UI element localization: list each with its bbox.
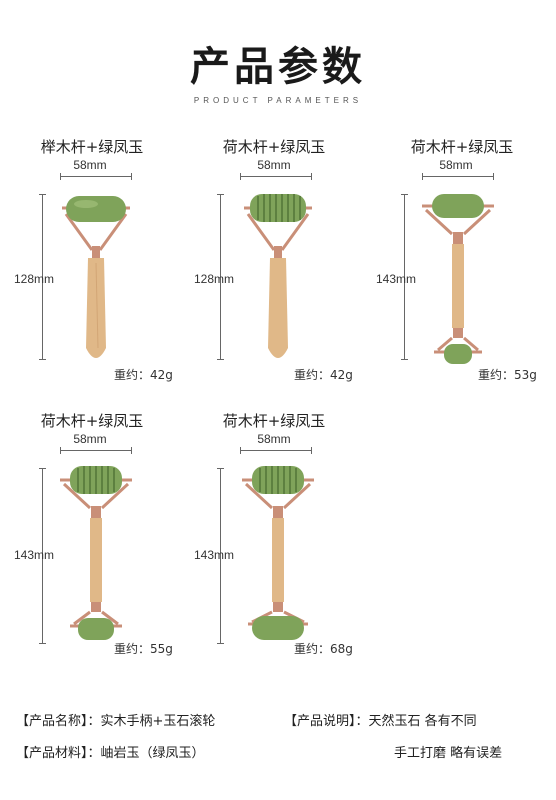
- spec-name-label: 【产品名称】：: [16, 714, 101, 729]
- product-weight: 重约：42g: [294, 368, 353, 382]
- jade-roller-image: [60, 466, 132, 640]
- page-title: 产品参数: [190, 44, 366, 90]
- spec-material-label: 【产品材料】：: [16, 746, 101, 761]
- product-width: 58mm: [257, 432, 291, 446]
- height-dimension-line: [39, 468, 46, 644]
- product-height: 128mm: [194, 272, 235, 286]
- height-dimension-line: [39, 194, 46, 360]
- product-name: 荷木杆+绿凤玉: [410, 138, 514, 156]
- product-card-3: 荷木杆+绿凤玉 58mm 143mm 重约：53g: [372, 136, 552, 391]
- jade-roller-image: [244, 194, 312, 358]
- product-weight: 重约：53g: [478, 368, 537, 382]
- spec-desc-value-2: 手工打磨 略有误差: [394, 746, 503, 761]
- product-height: 143mm: [194, 548, 235, 562]
- product-width: 58mm: [257, 158, 291, 172]
- product-weight: 重约：68g: [294, 642, 353, 656]
- product-width: 58mm: [439, 158, 473, 172]
- spec-name-value: 实木手柄+玉石滚轮: [100, 714, 216, 729]
- product-height: 143mm: [376, 272, 417, 286]
- product-card-1: 榉木杆+绿凤玉 58mm 128mm 重约：42g: [2, 136, 182, 391]
- product-width: 58mm: [73, 158, 107, 172]
- height-dimension-line: [217, 194, 224, 360]
- spec-desc-value-1: 天然玉石 各有不同: [368, 714, 477, 729]
- product-height: 128mm: [14, 272, 55, 286]
- page-subtitle: PRODUCT PARAMETERS: [193, 96, 363, 105]
- jade-roller-image: [242, 466, 314, 640]
- product-card-2: 荷木杆+绿凤玉 58mm 128mm 重约：42g: [184, 136, 364, 391]
- jade-roller-image: [62, 196, 130, 358]
- height-dimension-line: [217, 468, 224, 644]
- spec-material-row: 【产品材料】：岫岩玉（绿凤玉）: [16, 742, 205, 761]
- width-dimension-line: [60, 173, 132, 180]
- product-width: 58mm: [73, 432, 107, 446]
- width-dimension-line: [60, 447, 132, 454]
- product-name: 荷木杆+绿凤玉: [222, 138, 326, 156]
- jade-roller-image: [422, 194, 494, 364]
- width-dimension-line: [240, 173, 312, 180]
- spec-material-value: 岫岩玉（绿凤玉）: [100, 746, 205, 761]
- spec-desc-row: 【产品说明】：天然玉石 各有不同: [284, 710, 477, 729]
- height-dimension-line: [401, 194, 408, 360]
- product-name: 荷木杆+绿凤玉: [222, 412, 326, 430]
- product-weight: 重约：55g: [114, 642, 173, 656]
- product-weight: 重约：42g: [114, 368, 173, 382]
- spec-name-row: 【产品名称】：实木手柄+玉石滚轮: [16, 710, 215, 729]
- product-card-5: 荷木杆+绿凤玉 58mm 143mm 重约：68g: [184, 410, 364, 665]
- width-dimension-line: [422, 173, 494, 180]
- width-dimension-line: [240, 447, 312, 454]
- spec-desc-row-2: 手工打磨 略有误差: [394, 742, 502, 761]
- product-name: 荷木杆+绿凤玉: [40, 412, 144, 430]
- spec-desc-label: 【产品说明】：: [284, 714, 369, 729]
- product-name: 榉木杆+绿凤玉: [40, 138, 144, 156]
- product-height: 143mm: [14, 548, 55, 562]
- product-card-4: 荷木杆+绿凤玉 58mm 143mm 重约：55g: [2, 410, 182, 665]
